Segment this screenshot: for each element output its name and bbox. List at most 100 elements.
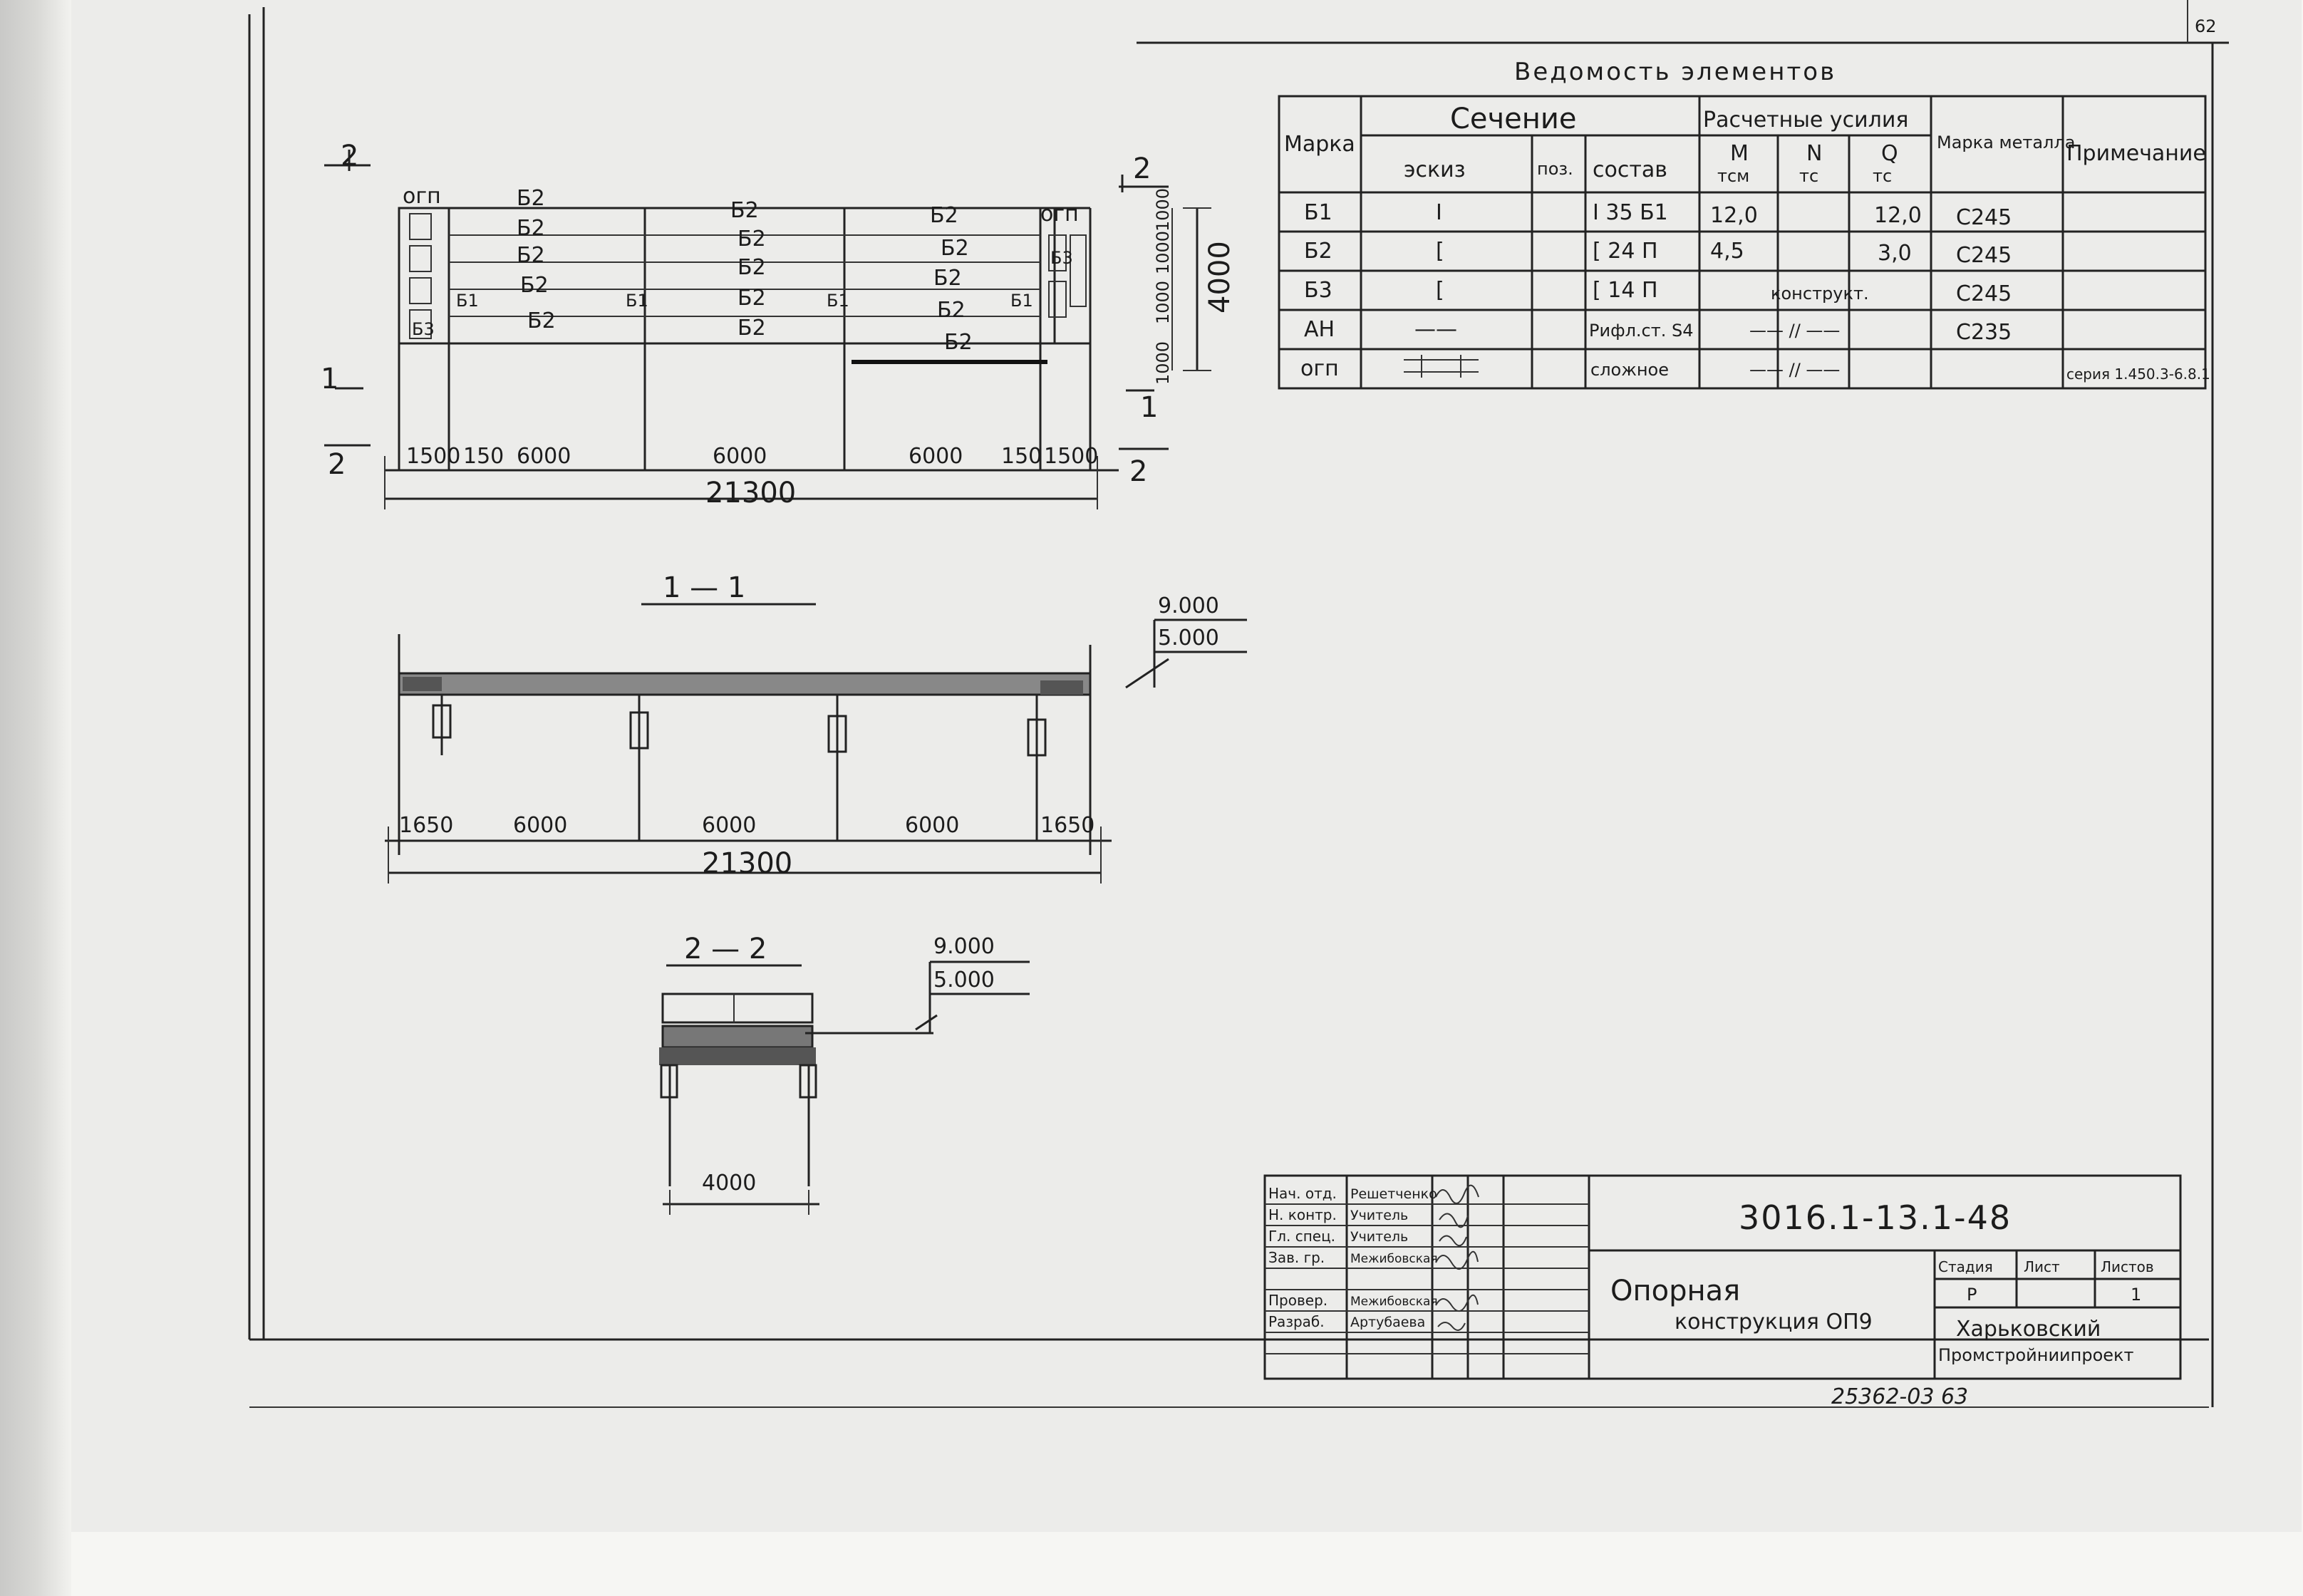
ladder-sketch-icon	[1404, 355, 1479, 378]
title-role: Разраб.	[1268, 1313, 1325, 1330]
row-steel: С245	[1956, 205, 2012, 230]
plan-beam-label: Б2	[930, 203, 958, 228]
plan-beam-label: Б2	[738, 286, 766, 311]
schedule-header-m-unit: тсм	[1717, 166, 1749, 186]
plan-beam-label: Б2	[520, 273, 549, 298]
plan-dim: 6000	[713, 444, 767, 469]
row-m: 12,0	[1710, 203, 1758, 228]
plan-right-dim: 1000	[1153, 231, 1173, 274]
plan-b3-label: Б3	[1050, 248, 1073, 268]
row-sketch: [	[1436, 239, 1444, 264]
plan-dim: 6000	[517, 444, 571, 469]
schedule-row: Б3 [ [ 14 П конструкт. С245	[1304, 278, 2012, 306]
schedule-header-note: Примечание	[2066, 141, 2206, 166]
plan-right-dim: 1000	[1153, 281, 1173, 324]
plan-beam-label: Б2	[527, 309, 556, 333]
plan-beam-label: Б2	[933, 266, 962, 291]
schedule-header-steel: Марка металла	[1937, 133, 2075, 152]
drawing-description-line2: конструкция ОП9	[1675, 1310, 1873, 1335]
section-1-1-elev-top: 9.000	[1158, 594, 1219, 618]
plan-section-mark-1-left: 1	[321, 363, 338, 395]
plan-right-dim: 1000	[1153, 188, 1173, 232]
drawing-description-line1: Опорная	[1610, 1275, 1740, 1307]
plan-beam-label: Б2	[738, 255, 766, 280]
row-mark: Б1	[1304, 200, 1332, 225]
plan-b1-label: Б1	[626, 291, 648, 311]
plan-b1-label: Б1	[827, 291, 849, 311]
title-name: Учитель	[1350, 1229, 1408, 1245]
title-role: Нач. отд.	[1268, 1185, 1337, 1202]
section-1-1-title: 1 — 1	[663, 571, 745, 604]
sheets-label: Листов	[2101, 1258, 2154, 1275]
row-m: 4,5	[1710, 239, 1744, 264]
plan-b3-label: Б3	[412, 319, 435, 339]
schedule-title: Ведомость элементов	[1514, 58, 1836, 86]
row-composition: [ 24 П	[1593, 239, 1658, 264]
plan-section-mark-2-bottom-right: 2	[1129, 455, 1147, 488]
plan-dim: 6000	[909, 444, 963, 469]
section-2-2-width-dim: 4000	[702, 1171, 756, 1196]
sheets-value: 1	[2131, 1285, 2141, 1305]
row-m: —— // ——	[1749, 360, 1840, 380]
schedule-grid	[1278, 95, 2207, 390]
row-composition: I 35 Б1	[1593, 200, 1668, 225]
row-mark: Б2	[1304, 239, 1332, 264]
plan-section-mark-2-top-right: 2	[1133, 152, 1151, 185]
plan-beam-label: Б2	[944, 330, 973, 355]
title-role: Зав. гр.	[1268, 1249, 1325, 1266]
organization-line1: Харьковский	[1956, 1317, 2101, 1342]
plan-beam-label: Б2	[517, 243, 545, 268]
schedule-row: огп сложное —— // —— серия 1.450.3-6.8.1	[1300, 355, 2210, 383]
sheet-frame	[248, 0, 2229, 1408]
section-2-2-title: 2 — 2	[684, 933, 767, 965]
schedule-header-n: N	[1806, 141, 1822, 166]
section-1-1-elev-bottom: 5.000	[1158, 626, 1219, 651]
plan-dim: 1500	[406, 444, 460, 469]
plan-width-dim: 4000	[1204, 241, 1236, 314]
section-1-1-dim: 6000	[513, 813, 567, 838]
plan-beam-label: Б2	[517, 216, 545, 241]
schedule-header-m: M	[1730, 141, 1749, 166]
page-number: 62	[2195, 16, 2217, 36]
section-1-1-dim: 6000	[702, 813, 756, 838]
schedule-header-q: Q	[1881, 141, 1898, 166]
plan-view	[324, 150, 1211, 509]
section-1-1-view	[385, 603, 1247, 884]
plan-total-dim: 21300	[705, 477, 796, 509]
section-1-1-dim: 1650	[399, 813, 453, 838]
plan-beam-label: Б2	[738, 316, 766, 341]
title-name: Учитель	[1350, 1208, 1408, 1223]
title-role: Гл. спец.	[1268, 1228, 1335, 1245]
plan-ogp-label-right: огп	[1040, 202, 1079, 227]
schedule-header-q-unit: тс	[1873, 166, 1892, 186]
plan-section-mark-2-bottom: 2	[328, 448, 346, 481]
title-name: Артубаева	[1350, 1315, 1425, 1330]
plan-right-dim: 1000	[1153, 341, 1173, 385]
title-role: Н. контр.	[1268, 1206, 1337, 1223]
title-role: Провер.	[1268, 1292, 1328, 1309]
title-name: Решетченко	[1350, 1186, 1437, 1202]
plan-section-mark-1-right: 1	[1140, 391, 1158, 424]
row-sketch: ——	[1414, 317, 1457, 342]
row-steel: С235	[1956, 320, 2012, 345]
row-q: 3,0	[1878, 241, 1912, 266]
plan-dim: 1500	[1044, 444, 1098, 469]
plan-beam-label: Б2	[941, 236, 969, 261]
schedule-header-pos: поз.	[1537, 159, 1573, 179]
plan-b1-label: Б1	[1010, 291, 1033, 311]
drawing-sheet	[71, 0, 2302, 1532]
row-sketch: [	[1436, 278, 1444, 303]
schedule-row: Б1 I I 35 Б1 12,0 12,0 С245	[1304, 200, 2012, 230]
schedule-header-n-unit: тс	[1799, 166, 1818, 186]
schedule-header-section: Сечение	[1450, 103, 1577, 135]
schedule-header-composition: состав	[1593, 157, 1667, 182]
row-steel: С245	[1956, 243, 2012, 268]
row-mark: Б3	[1304, 278, 1332, 303]
title-name: Межибовская	[1350, 1295, 1438, 1309]
schedule-header-forces: Расчетные усилия	[1703, 108, 1908, 133]
drawing-code: 3016.1-13.1-48	[1739, 1198, 2012, 1237]
plan-section-mark-2-top: 2	[341, 140, 358, 172]
plan-ogp-label-left: огп	[403, 184, 441, 209]
signature-marks	[1435, 1184, 1479, 1331]
row-m: конструкт.	[1771, 284, 1869, 304]
